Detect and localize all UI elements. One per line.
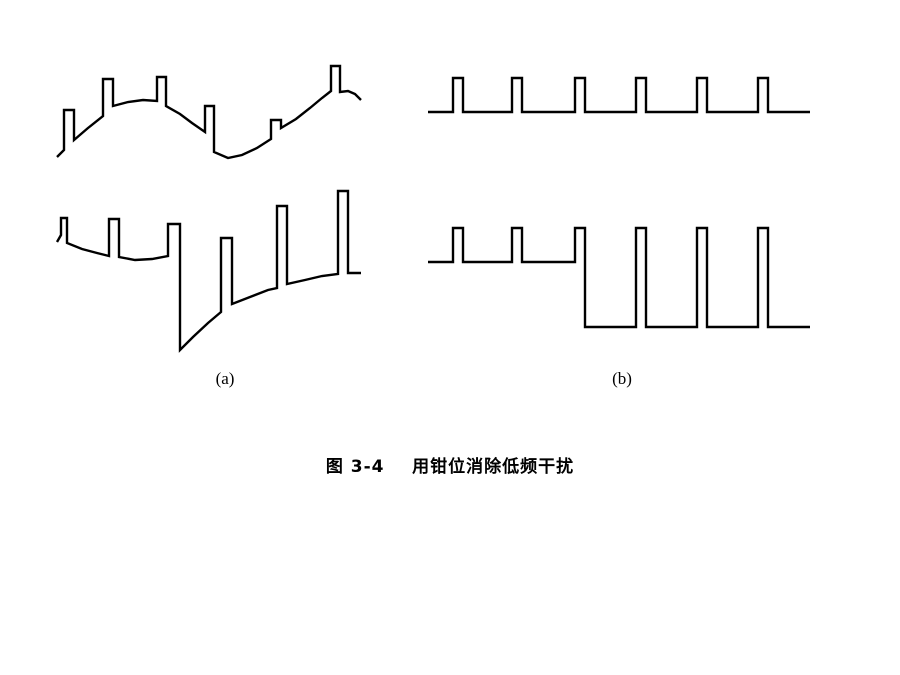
- panel-b-top-waveform: [428, 76, 810, 114]
- figure-number: 图 3-4: [325, 457, 385, 477]
- panel-b-label: (b): [612, 369, 632, 388]
- panel-a: (a): [55, 64, 362, 388]
- panel-b-bottom-waveform: [428, 226, 810, 329]
- figure-title: 用钳位消除低频干扰: [412, 457, 575, 477]
- panel-a-bottom-waveform: [55, 189, 361, 353]
- panel-b: (b): [428, 76, 810, 388]
- figure-caption: 图 3-4 用钳位消除低频干扰: [0, 452, 900, 477]
- panel-a-label: (a): [216, 369, 235, 388]
- panel-a-top-waveform: [56, 64, 362, 160]
